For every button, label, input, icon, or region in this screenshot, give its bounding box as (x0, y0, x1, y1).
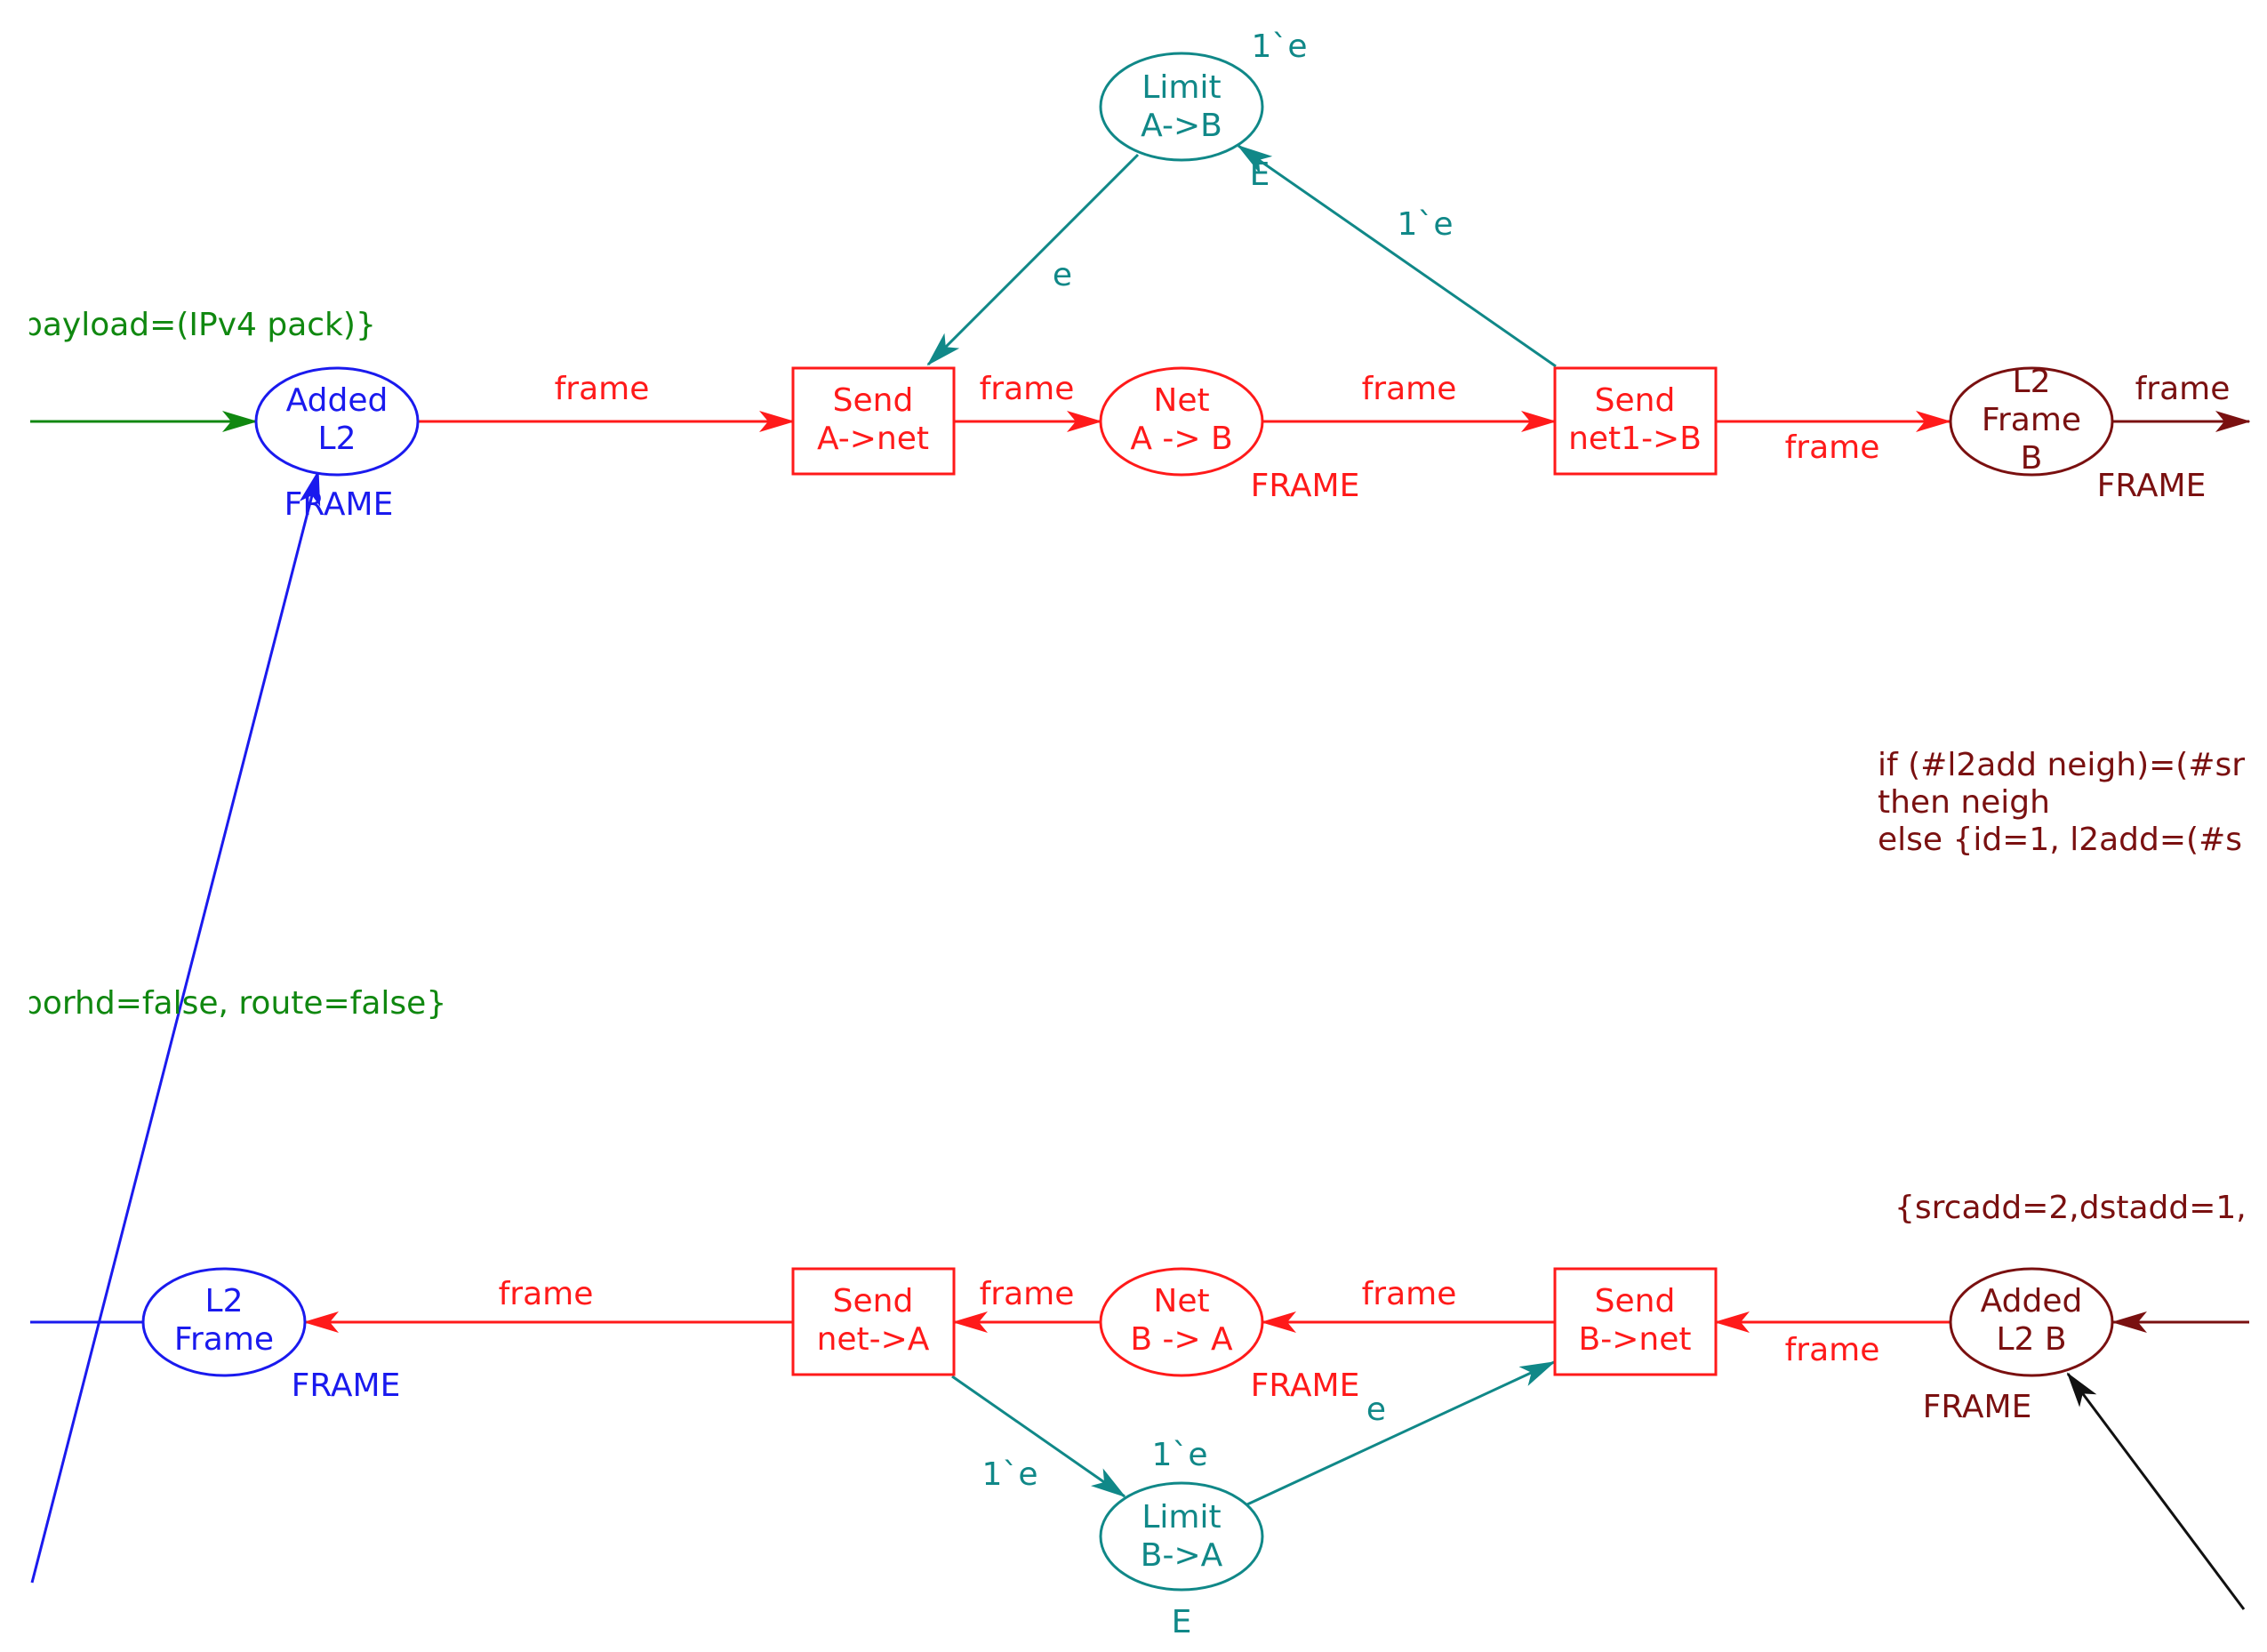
place-net-b-a-label-2: B -> A (1130, 1321, 1233, 1358)
transition-send-a-net-label-2: A->net (817, 421, 929, 457)
transition-send-net-a-label-2: net->A (817, 1321, 930, 1358)
place-added-l2-label-2: L2 (318, 421, 356, 457)
place-added-l2-b-type: FRAME (1923, 1389, 2032, 1425)
arc-label-net-b-a-to-send-net-a: frame (980, 1276, 1075, 1312)
place-l2-frame-b-label-2: Frame (1982, 402, 2081, 438)
arc-limit-a-b-to-send-a-net[interactable] (926, 153, 1140, 366)
place-limit-b-a-label-2: B->A (1141, 1537, 1223, 1574)
place-limit-b-a[interactable]: Limit B->A (1099, 1481, 1264, 1592)
place-net-a-b-type: FRAME (1251, 468, 1360, 504)
place-net-a-b[interactable]: Net A -> B (1099, 366, 1264, 477)
right-crop-mask (2250, 0, 2267, 1652)
transition-send-a-net[interactable]: Send A->net (791, 366, 956, 476)
left-crop-mask (0, 0, 29, 1652)
arc-limit-b-a-to-send-b-net[interactable] (1246, 1360, 1556, 1506)
place-added-l2[interactable]: Added L2 (254, 366, 420, 477)
arc-label-send-a-net-to-net-a-b: frame (980, 371, 1075, 407)
place-limit-a-b-marking: 1`e (1251, 28, 1307, 65)
transition-send-b-net-label-1: Send (1595, 1283, 1676, 1319)
place-added-l2-b[interactable]: Added L2 B (1949, 1267, 2114, 1377)
arc-label-send-b-net-to-net-b-a: frame (1362, 1276, 1457, 1312)
arc-label-send-net-a-to-l2-frame: frame (499, 1276, 594, 1312)
place-added-l2-type: FRAME (284, 486, 394, 523)
transition-send-net-a[interactable]: Send net->A (791, 1267, 956, 1376)
place-net-b-a-type: FRAME (1251, 1367, 1360, 1404)
transition-send-b-net-label-2: B->net (1579, 1321, 1692, 1358)
place-l2-frame[interactable]: L2 Frame (141, 1267, 307, 1377)
place-l2-frame-b-label-1: L2 (2013, 364, 2051, 400)
place-limit-a-b-label-2: A->B (1141, 108, 1222, 144)
arc-l2-frame-to-added-l2[interactable] (30, 469, 321, 1584)
arc-label-limit-a-b-to-send-a-net: e (1053, 257, 1072, 293)
arc-send-net-a-to-limit-b-a[interactable] (951, 1375, 1126, 1498)
arc-black-to-added-l2-b[interactable] (2066, 1372, 2246, 1610)
arc-label-added-l2-b-to-send-b-net: frame (1785, 1332, 1880, 1368)
inscription-srcadd: {srcadd=2,dstadd=1, (1895, 1190, 2247, 1226)
place-added-l2-b-label-2: L2 B (1996, 1321, 2066, 1358)
place-added-l2-b-label-1: Added (1981, 1283, 2083, 1319)
transition-send-net1-b[interactable]: Send net1->B (1553, 366, 1718, 476)
inscription-neighbor-flags: porhd=false, route=false} (22, 985, 446, 1022)
arc-label-added-l2-to-send-a-net: frame (555, 371, 650, 407)
place-l2-frame-b[interactable]: L2 Frame B (1949, 364, 2114, 477)
transition-send-b-net[interactable]: Send B->net (1553, 1267, 1718, 1376)
arc-label-l2-frame-b-out: frame (2135, 371, 2231, 407)
inscription-if-line-2: then neigh (1878, 784, 2050, 821)
transition-send-net1-b-label-2: net1->B (1568, 421, 1702, 457)
inscription-if-line-1: if (#l2add neigh)=(#sr (1878, 747, 2245, 783)
place-net-b-a[interactable]: Net B -> A (1099, 1267, 1264, 1377)
arc-label-limit-b-a-to-send-b-net: e (1366, 1391, 1386, 1428)
place-limit-b-a-marking: 1`e (1151, 1437, 1207, 1473)
place-limit-b-a-type: E (1172, 1604, 1192, 1640)
arc-label-net-a-b-to-send-net1-b: frame (1362, 371, 1457, 407)
place-net-a-b-label-1: Net (1153, 382, 1209, 419)
place-added-l2-label-1: Added (286, 382, 389, 419)
place-l2-frame-b-type: FRAME (2097, 468, 2207, 504)
place-limit-b-a-label-1: Limit (1142, 1499, 1221, 1536)
transition-send-net1-b-label-1: Send (1595, 382, 1676, 419)
place-limit-a-b-label-1: Limit (1142, 69, 1221, 106)
arc-label-send-net1-b-to-l2-frame-b: frame (1785, 429, 1880, 466)
place-l2-frame-b-label-3: B (2021, 440, 2043, 477)
transition-send-net-a-label-1: Send (833, 1283, 914, 1319)
inscription-payload: payload=(IPv4 pack)} (22, 307, 376, 343)
arc-label-send-net1-b-to-limit-a-b: 1`e (1397, 206, 1453, 243)
inscription-if-line-3: else {id=1, l2add=(#s (1878, 822, 2242, 858)
place-l2-frame-label-2: Frame (174, 1321, 274, 1358)
arc-send-net1-b-to-limit-a-b[interactable] (1237, 144, 1557, 368)
place-limit-a-b[interactable]: Limit A->B (1099, 52, 1264, 162)
arc-label-send-net-a-to-limit-b-a: 1`e (981, 1456, 1037, 1493)
place-net-b-a-label-1: Net (1153, 1283, 1209, 1319)
place-limit-a-b-type: E (1250, 156, 1270, 193)
place-l2-frame-type: FRAME (292, 1367, 401, 1404)
transition-send-a-net-label-1: Send (833, 382, 914, 419)
place-net-a-b-label-2: A -> B (1130, 421, 1232, 457)
place-l2-frame-label-1: L2 (205, 1283, 244, 1319)
